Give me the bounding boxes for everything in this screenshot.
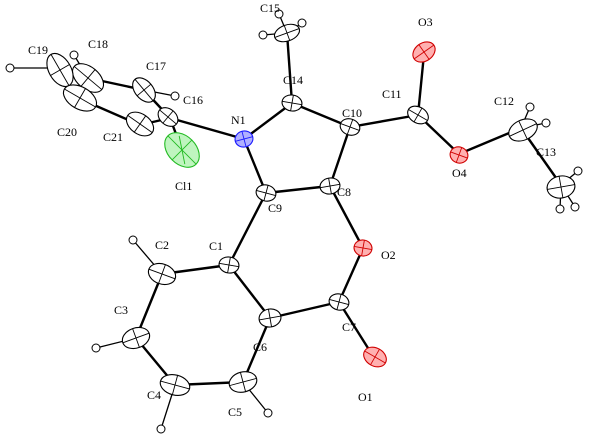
label-c8: C8 <box>337 185 351 199</box>
hydrogen-atom <box>156 424 166 434</box>
label-c6: C6 <box>253 340 267 354</box>
label-o1: O1 <box>358 390 373 404</box>
atom-c2 <box>147 262 177 286</box>
label-c4: C4 <box>147 388 161 402</box>
hydrogen-atom <box>573 166 583 176</box>
atom-labels: C15 O3 C19 C18 C17 C16 C14 C11 C12 N1 C1… <box>28 1 556 419</box>
label-c10: C10 <box>342 106 362 120</box>
hydrogen-atom <box>170 91 180 101</box>
label-n1: N1 <box>231 113 246 127</box>
label-c7: C7 <box>342 320 356 334</box>
atom-o1 <box>363 346 387 368</box>
label-c16: C16 <box>183 93 203 107</box>
atom-o3 <box>412 41 436 63</box>
atom-n1 <box>234 130 254 148</box>
atom-c13 <box>546 175 576 199</box>
heavy-atoms <box>46 23 576 396</box>
atom-c8 <box>319 177 341 195</box>
atom-c15 <box>273 23 301 43</box>
hydrogen-atom <box>570 202 580 212</box>
atom-c14 <box>281 94 303 112</box>
hydrogen-atoms <box>5 9 583 434</box>
atom-c21 <box>125 111 155 137</box>
atom-c17 <box>132 77 156 103</box>
label-o4: O4 <box>452 166 467 180</box>
hydrogen-atom <box>274 9 284 19</box>
atom-c16 <box>157 107 179 127</box>
label-o2: O2 <box>381 248 396 262</box>
atom-c18 <box>71 63 105 93</box>
label-c14: C14 <box>283 73 303 87</box>
label-o3: O3 <box>418 15 433 29</box>
hydrogen-atom <box>5 63 15 73</box>
label-c17: C17 <box>146 59 166 73</box>
atom-c20 <box>62 84 98 112</box>
atom-c7 <box>328 293 350 311</box>
label-c9: C9 <box>268 201 282 215</box>
label-c19: C19 <box>28 43 48 57</box>
hydrogen-atom <box>555 204 565 214</box>
hydrogen-atom <box>258 30 268 40</box>
atom-c9 <box>255 184 277 202</box>
atom-c11 <box>407 105 429 125</box>
label-c13: C13 <box>536 145 556 159</box>
hydrogen-atom <box>297 18 307 28</box>
label-c20: C20 <box>57 125 77 139</box>
atom-o4 <box>449 146 469 164</box>
atom-c19 <box>46 52 74 88</box>
label-c2: C2 <box>155 238 169 252</box>
atom-c12 <box>508 118 538 142</box>
label-c15: C15 <box>260 1 280 15</box>
label-c5: C5 <box>228 405 242 419</box>
label-c12: C12 <box>494 94 514 108</box>
hydrogen-atom <box>525 102 535 112</box>
label-c11: C11 <box>382 87 402 101</box>
atom-cl1 <box>164 132 200 168</box>
hydrogen-atom <box>91 343 101 353</box>
atom-c4 <box>159 374 191 396</box>
atom-c3 <box>121 326 151 350</box>
atom-c6 <box>258 308 282 328</box>
hydrogen-atom <box>541 118 551 128</box>
label-c21: C21 <box>103 130 123 144</box>
hydrogen-atom <box>128 235 138 245</box>
label-c3: C3 <box>114 303 128 317</box>
hydrogen-atom <box>69 50 79 60</box>
atom-c10 <box>339 118 361 136</box>
label-cl1: Cl1 <box>175 179 192 193</box>
atom-o2 <box>353 239 373 257</box>
label-c1: C1 <box>209 239 223 253</box>
label-c18: C18 <box>88 37 108 51</box>
atom-c1 <box>218 256 240 274</box>
atom-c5 <box>228 371 258 393</box>
hydrogen-atom <box>263 408 273 418</box>
